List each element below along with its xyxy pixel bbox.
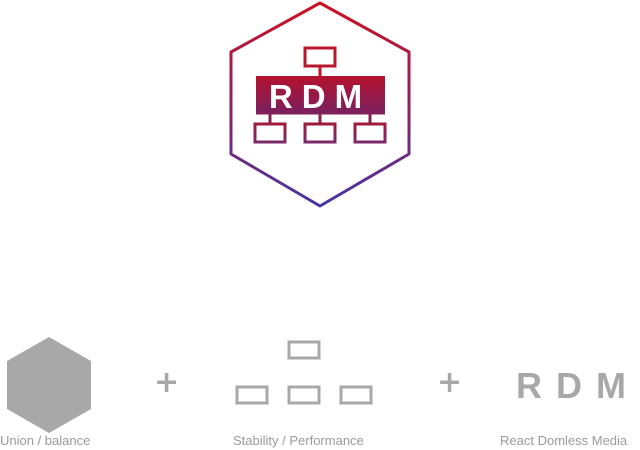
- logo-text: RDM: [269, 78, 371, 115]
- caption-union-balance: Union / balance: [0, 433, 91, 448]
- rdm-logo: RDM: [229, 1, 411, 208]
- logo-hexagon-outline: [229, 1, 411, 208]
- rdm-wordmark: RDM: [516, 365, 640, 406]
- plus-operator-2: +: [437, 365, 463, 400]
- logo-bottom-node-right: [353, 122, 387, 144]
- caption-stability-performance: Stability / Performance: [233, 433, 364, 448]
- logo-top-node: [303, 46, 337, 68]
- hexagon-icon: [7, 337, 91, 433]
- logo-bottom-node-center: [303, 122, 337, 144]
- caption-react-domless-media: React Domless Media: [500, 433, 628, 448]
- hierarchy-icon: [235, 340, 373, 405]
- plus-operator-1: +: [154, 365, 180, 400]
- logo-bottom-node-left: [253, 122, 287, 144]
- logo-center-box: [256, 76, 385, 114]
